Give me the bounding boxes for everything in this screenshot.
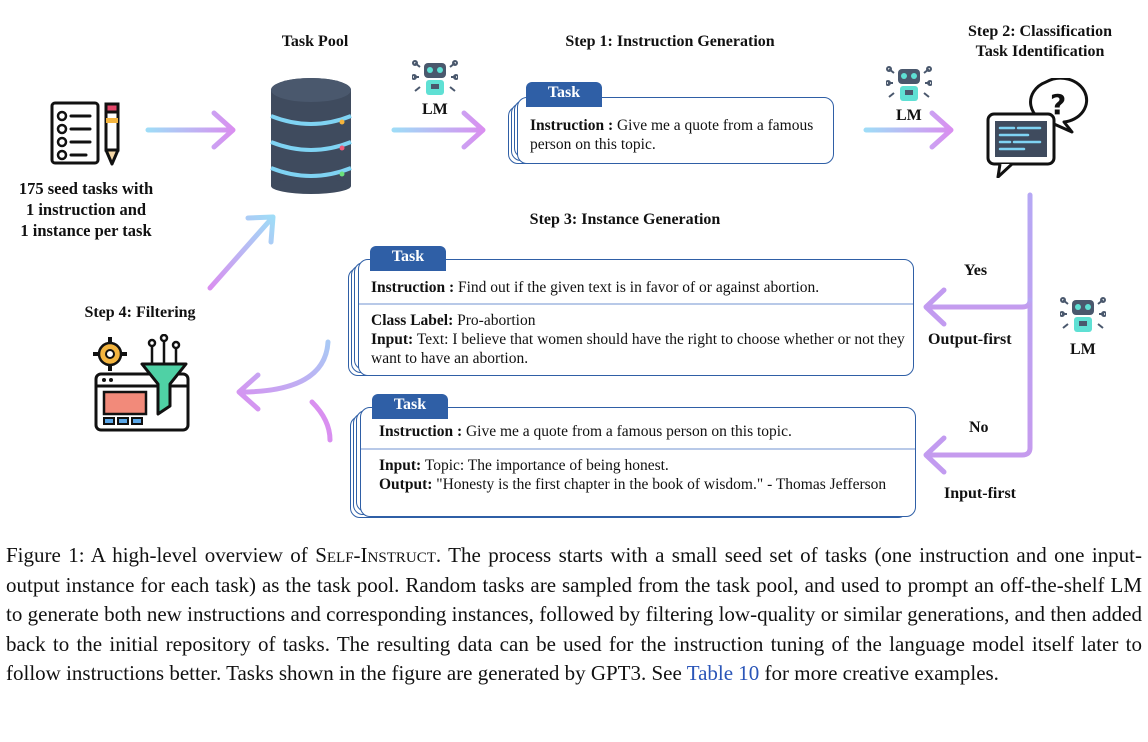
output-first-instruction: Instruction : Find out if the given text…	[371, 278, 907, 297]
input-first-instance: Input: Topic: The importance of being ho…	[379, 456, 909, 494]
step1-instruction: Instruction : Give me a quote from a fam…	[530, 116, 822, 154]
caption-end: for more creative examples.	[759, 661, 999, 685]
svg-text:?: ?	[1050, 88, 1066, 121]
instruction-label: Instruction :	[379, 423, 463, 440]
instruction-text: Give me a quote from a famous person on …	[530, 117, 814, 153]
seed-line2: 1 instruction and	[25, 200, 147, 219]
robot-icon	[886, 63, 932, 103]
instruction-label: Instruction :	[371, 279, 455, 296]
step3-heading: Step 3: Instance Generation	[529, 211, 721, 228]
output-label: Output:	[379, 476, 433, 493]
arrow-pool-to-step1	[391, 110, 486, 150]
card-divider	[359, 303, 913, 305]
instruction-text: Find out if the given text is in favor o…	[457, 279, 820, 296]
yes-label: Yes	[964, 262, 988, 279]
lm-label-2: LM	[896, 107, 922, 124]
task-tab: Task	[372, 394, 448, 416]
robot-icon	[1060, 294, 1106, 334]
arrow-step3-to-filter	[236, 339, 331, 412]
output-first-label: Output-first	[928, 331, 1012, 348]
arrow-step1-to-step2	[863, 110, 954, 150]
card-divider	[361, 448, 915, 450]
output-text: "Honesty is the first chapter in the boo…	[436, 476, 887, 493]
question-chat-icon: ?	[984, 78, 1094, 178]
seed-line1: 175 seed tasks with	[18, 179, 154, 198]
lm-label-1: LM	[422, 101, 448, 118]
class-label-label: Class Label:	[371, 312, 454, 329]
lm-label-3: LM	[1070, 341, 1096, 358]
output-first-instance: Class Label: Pro-abortion Input: Text: I…	[371, 311, 907, 368]
step2-heading-line1: Step 2: Classification	[968, 23, 1112, 40]
caption-method-name: Self-Instruct	[315, 543, 436, 567]
class-label-value: Pro-abortion	[457, 312, 536, 329]
input-text: Text: I believe that women should have t…	[371, 331, 905, 367]
output-first-task-card: Instruction : Find out if the given text…	[348, 246, 914, 376]
step1-task-card: Instruction : Give me a quote from a fam…	[508, 82, 834, 166]
no-label: No	[969, 419, 989, 436]
step2-heading-line2: Task Identification	[975, 43, 1105, 60]
input-first-instruction: Instruction : Give me a quote from a fam…	[379, 422, 909, 441]
funnel-filter-icon	[92, 334, 198, 434]
arrow-filter-to-pool	[207, 214, 276, 291]
table-10-link[interactable]: Table 10	[686, 661, 760, 685]
input-text: Topic: The importance of being honest.	[424, 457, 669, 474]
arrow-step2-down	[925, 192, 1033, 458]
caption-body: . The process starts with a small seed s…	[6, 543, 1142, 685]
robot-icon	[412, 57, 458, 97]
arrowhead-no	[923, 435, 947, 475]
checklist-icon	[50, 100, 124, 168]
flow-arrows	[145, 110, 1033, 475]
input-first-label: Input-first	[944, 485, 1017, 502]
instruction-label: Instruction :	[530, 117, 614, 134]
figure-caption: Figure 1: A high-level overview of Self-…	[6, 541, 1142, 689]
caption-fig-label: Figure 1: A high-level overview of	[6, 543, 316, 567]
arrow-seed-to-pool	[145, 110, 236, 150]
seed-tasks-label: 175 seed tasks with 1 instruction and 1 …	[0, 178, 172, 241]
step2-heading: Step 2: Classification Task Identificati…	[935, 22, 1145, 62]
task-tab: Task	[526, 82, 602, 104]
database-icon	[268, 76, 354, 194]
step4-heading: Step 4: Filtering	[84, 304, 196, 321]
input-label: Input:	[379, 457, 422, 474]
instruction-text: Give me a quote from a famous person on …	[465, 423, 792, 440]
input-first-task-card: Instruction : Give me a quote from a fam…	[350, 394, 916, 518]
input-label: Input:	[371, 331, 414, 348]
task-tab: Task	[370, 246, 446, 268]
seed-line3: 1 instance per task	[20, 221, 152, 240]
step1-heading: Step 1: Instruction Generation	[565, 33, 775, 50]
task-pool-heading: Task Pool	[281, 33, 349, 50]
arrowhead-yes	[923, 287, 947, 327]
